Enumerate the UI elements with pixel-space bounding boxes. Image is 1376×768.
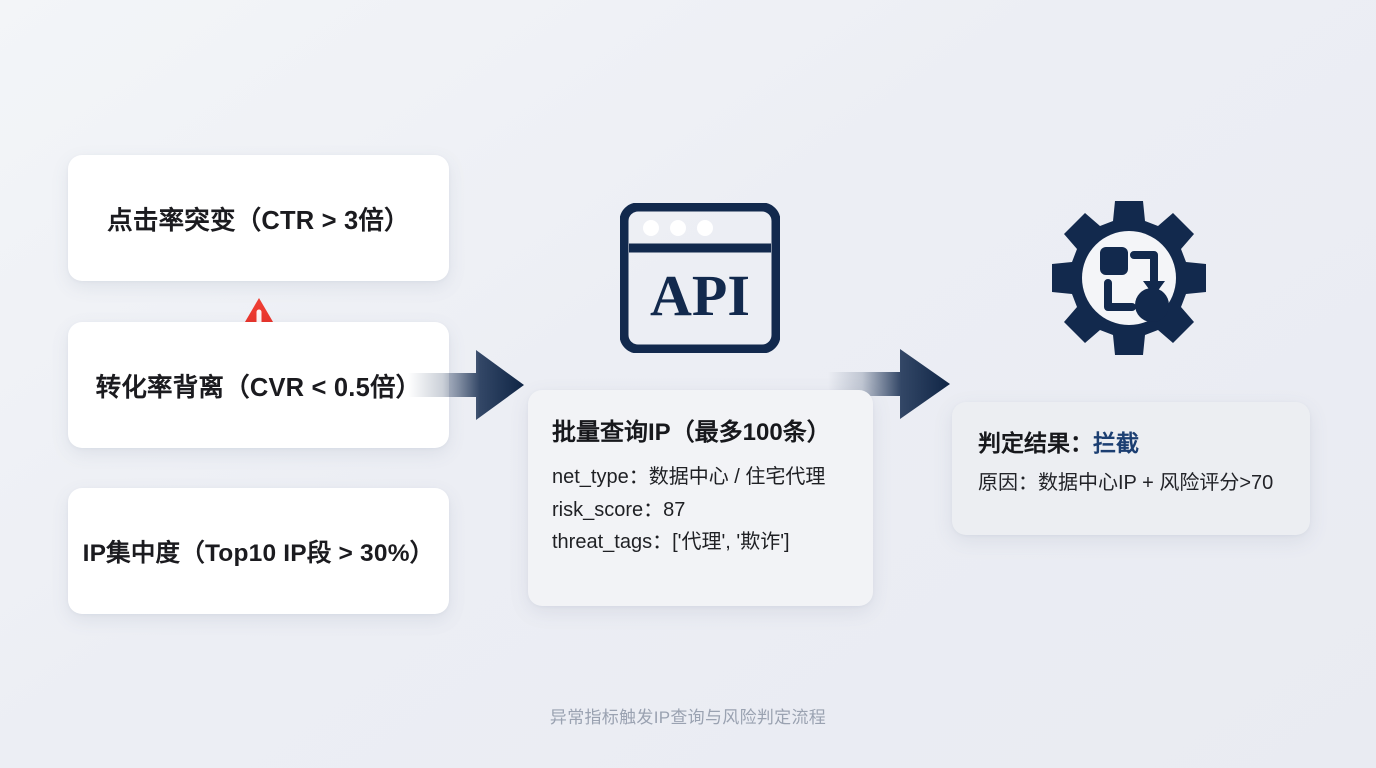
trigger-card-ctr[interactable]: 点击率突变（CTR > 3倍） xyxy=(68,155,449,281)
trigger-card-label: 转化率背离（CVR < 0.5倍） xyxy=(95,373,422,402)
api-panel-title: 批量查询IP（最多100条） xyxy=(552,419,831,446)
diagram-caption: 异常指标触发IP查询与风险判定流程 xyxy=(549,708,827,727)
api-window-icon: API xyxy=(619,202,781,354)
verdict-title: 判定结果：拦截 xyxy=(978,424,1284,458)
api-response-panel[interactable]: 批量查询IP（最多100条） net_type：数据中心 / 住宅代理 risk… xyxy=(528,390,873,606)
api-field-net-type: net_type：数据中心 / 住宅代理 xyxy=(552,466,826,488)
api-field-threat-tags: threat_tags：['代理', '欺诈'] xyxy=(552,531,790,554)
trigger-card-label: 点击率突变（CTR > 3倍） xyxy=(107,206,410,235)
api-icon-label: API xyxy=(650,263,750,328)
flow-arrow-triggers-to-api xyxy=(408,347,526,423)
verdict-status-badge: 拦截 xyxy=(1093,430,1139,456)
trigger-card-label: IP集中度（Top10 IP段 > 30%） xyxy=(82,539,435,567)
verdict-title-label: 判定结果： xyxy=(978,430,1093,456)
api-field-risk-score: risk_score：87 xyxy=(552,498,686,521)
trigger-card-ip[interactable]: IP集中度（Top10 IP段 > 30%） xyxy=(68,488,449,614)
verdict-reason: 原因：数据中心IP + 风险评分>70 xyxy=(978,472,1274,494)
flow-arrow-api-to-verdict xyxy=(828,345,952,423)
verdict-panel[interactable]: 判定结果：拦截 原因：数据中心IP + 风险评分>70 xyxy=(952,402,1310,535)
trigger-card-cvr[interactable]: 转化率背离（CVR < 0.5倍） xyxy=(68,322,449,448)
gear-workflow-icon xyxy=(1046,195,1212,361)
